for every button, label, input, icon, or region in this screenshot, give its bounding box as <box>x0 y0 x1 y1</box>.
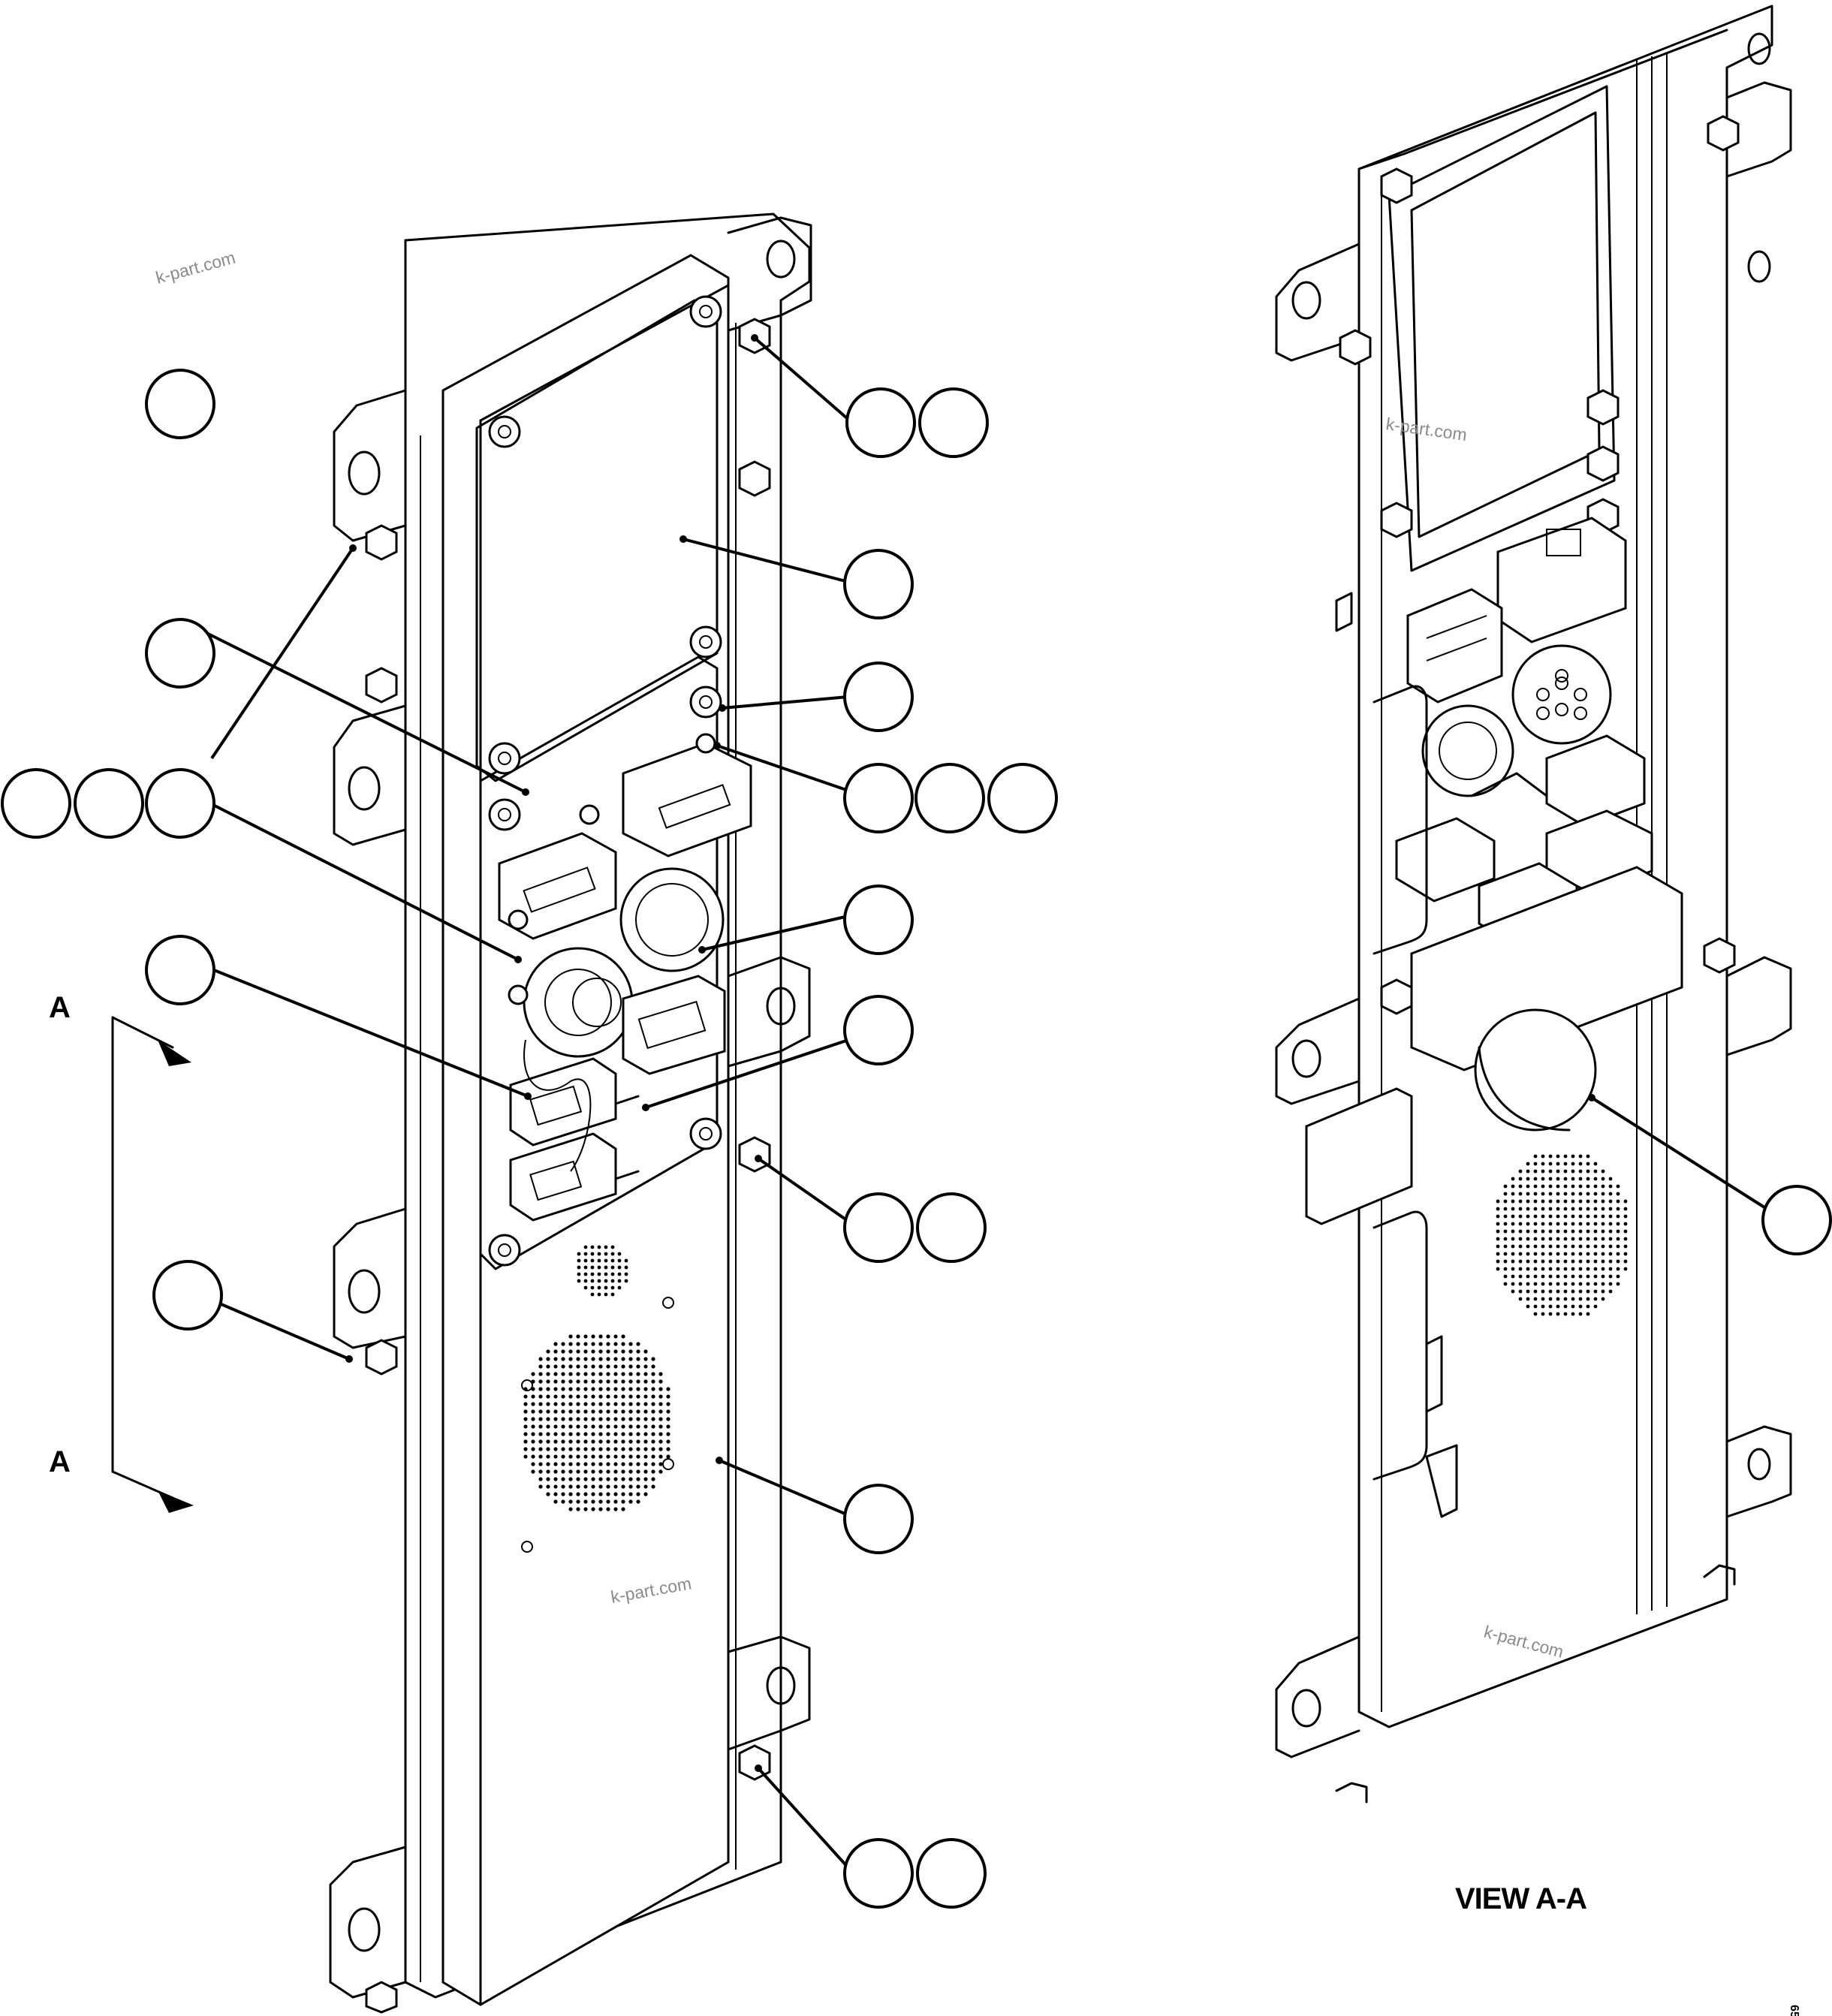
callout-bubble-6 <box>843 661 914 732</box>
callout-bubble-18 <box>152 1260 223 1330</box>
leader-line <box>209 802 519 961</box>
leader-line <box>753 336 854 424</box>
view-title: VIEW A-A <box>1455 1882 1586 1915</box>
leader-dot <box>751 334 758 342</box>
section-marker: A A <box>49 991 194 1513</box>
callout-bubble-1 <box>145 369 215 439</box>
callout-bubble-12 <box>145 768 215 839</box>
leader-dot <box>524 1092 532 1100</box>
callout-bubble-2 <box>145 618 215 689</box>
section-label-bottom: A <box>49 1445 71 1478</box>
leader-line <box>701 915 849 951</box>
callout-bubble-7 <box>843 763 914 833</box>
leader-dot <box>1588 1094 1595 1101</box>
leader-dot <box>522 788 529 796</box>
leader-dot <box>755 1155 762 1162</box>
callout-bubble-11 <box>74 768 144 839</box>
callout-bubble-10 <box>1 768 71 839</box>
leader-dot <box>679 535 687 543</box>
callout-bubbles <box>1 334 1832 1909</box>
callout-bubble-3 <box>845 387 916 458</box>
leader-line <box>645 1038 849 1109</box>
callout-bubble-9 <box>987 763 1058 833</box>
leader-line <box>210 547 354 760</box>
speaker-grille-small <box>577 1245 628 1297</box>
speaker-grille-rear <box>1496 1154 1628 1316</box>
callout-bubble-13 <box>843 884 914 955</box>
drawing-code: 65375 <box>1788 2005 1800 2016</box>
leader-dot <box>514 956 522 963</box>
rear-view-assembly <box>1275 5 1792 1804</box>
leader-dot <box>713 742 721 749</box>
callout-bubble-21 <box>916 1838 987 1909</box>
watermark-3: k-part.com <box>1385 414 1468 444</box>
callout-bubble-19 <box>843 1484 914 1554</box>
front-panel-assembly <box>329 212 812 2014</box>
leader-dot <box>716 1457 723 1464</box>
leader-dot <box>642 1104 649 1111</box>
leader-line <box>757 1767 851 1871</box>
callout-bubble-17 <box>916 1192 987 1263</box>
connector-pins <box>1536 669 1587 720</box>
callout-bubble-14 <box>145 935 215 1005</box>
leader-line <box>217 1301 350 1361</box>
callout-bubble-22 <box>1761 1185 1832 1255</box>
watermark-4: k-part.com <box>1482 1622 1566 1662</box>
leader-dot <box>698 946 706 954</box>
section-label-top: A <box>49 991 71 1024</box>
leader-dot <box>719 704 726 712</box>
leader-line <box>719 1459 849 1517</box>
leader-line <box>213 969 529 1098</box>
callout-bubble-20 <box>843 1838 914 1909</box>
callout-bubble-4 <box>918 387 989 458</box>
cover-screws <box>488 295 722 1267</box>
speaker-grille-large <box>523 1334 670 1511</box>
leader-line <box>757 1157 851 1224</box>
leader-dot <box>349 544 357 552</box>
leader-dot <box>755 1764 762 1772</box>
leader-line <box>682 538 849 583</box>
panel-connectors <box>498 733 752 1222</box>
leader-dot <box>345 1355 353 1363</box>
leader-line <box>716 744 849 792</box>
leader-line <box>206 631 526 794</box>
watermark-1: k-part.com <box>154 248 238 288</box>
callout-bubble-5 <box>843 549 914 619</box>
callout-bubble-8 <box>914 763 985 833</box>
callout-bubble-15 <box>843 995 914 1065</box>
leader-line <box>1590 1096 1766 1209</box>
leader-line <box>722 695 849 710</box>
callout-bubble-16 <box>843 1192 914 1263</box>
